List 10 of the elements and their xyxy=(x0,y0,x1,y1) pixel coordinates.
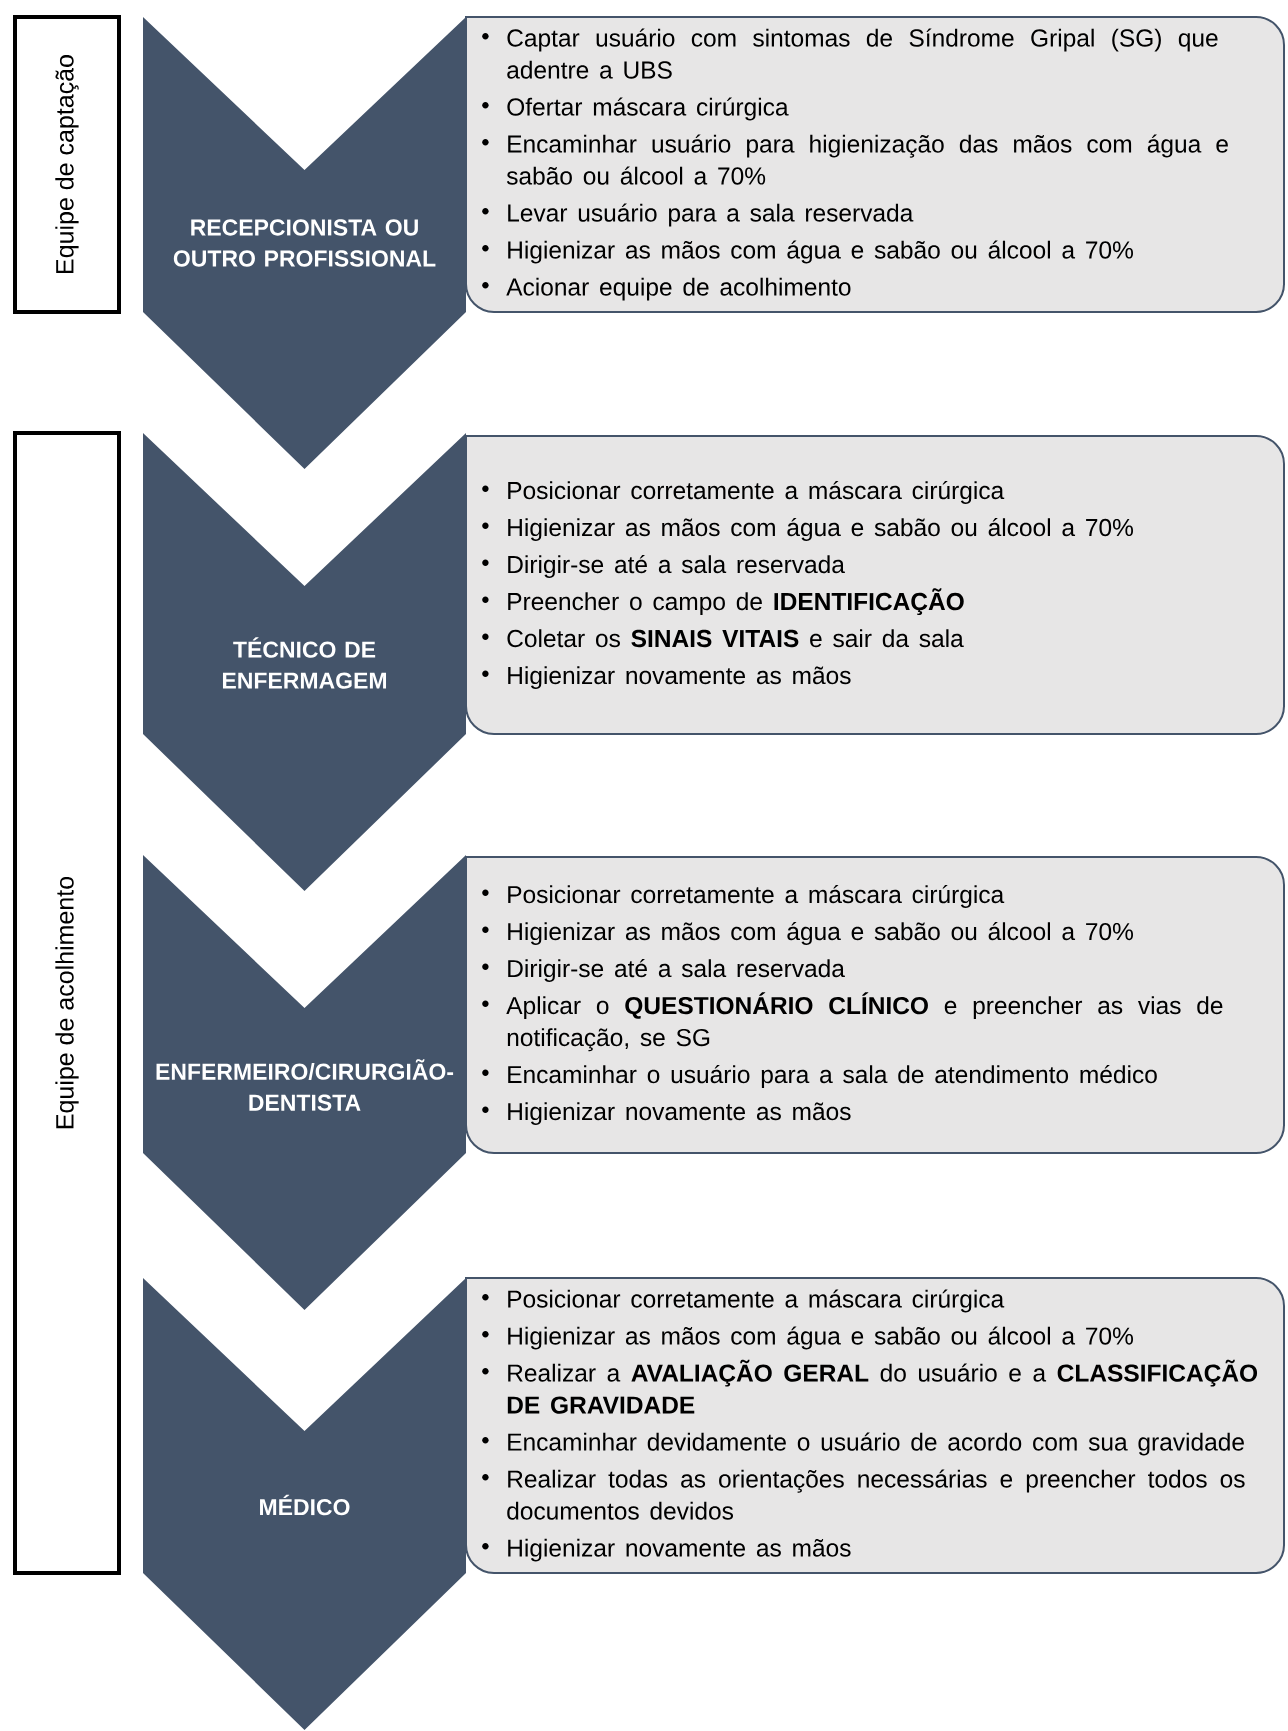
chevron-band: TÉCNICO DE ENFERMAGEM xyxy=(143,433,466,891)
step-box: Posicionar corretamente a máscara cirúrgica Higienizar as mãos com água e sabão ou álcool a 70% Realizar a AVALIAÇÃO GERAL do usuário e a CLASSIFICAÇÃO DE GRAVIDADE Encaminhar devidamente o usuário de acordo com sua gravidade Realizar todas as orientações necessárias e preencher todos os documentos devidos Higienizar novamente as mãos xyxy=(465,1277,1285,1574)
chevron-band: RECEPCIONISTA OU OUTRO PROFISSIONAL xyxy=(143,17,466,469)
team-box: Equipe de captação xyxy=(13,15,121,314)
chevron-band: ENFERMEIRO/CIRURGIÃO-DENTISTA xyxy=(143,855,466,1310)
team-box: Equipe de acolhimento xyxy=(13,431,121,1575)
chevron-band: MÉDICO xyxy=(143,1278,466,1730)
step-box: Posicionar corretamente a máscara cirúrgica Higienizar as mãos com água e sabão ou álcool a 70% Dirigir-se até a sala reservada Aplicar o QUESTIONÁRIO CLÍNICO e preencher as vias de notificação, se SG Encaminhar o usuário para a sala de atendimento médico Higienizar novamente as mãos xyxy=(465,856,1285,1154)
step-box: Posicionar corretamente a máscara cirúrgica Higienizar as mãos com água e sabão ou álcool a 70% Dirigir-se até a sala reservada Preencher o campo de IDENTIFICAÇÃO Coletar os SINAIS VITAIS e sair da sala Higienizar novamente as mãos xyxy=(465,435,1285,735)
step-box: Captar usuário com sintomas de Síndrome Gripal (SG) que adentre a UBS Ofertar máscara cirúrgica Encaminhar usuário para higienização das mãos com água e sabão ou álcool a 70% Levar usuário para a sala reservada Higienizar as mãos com água e sabão ou álcool a 70% Acionar equipe de acolhimento xyxy=(465,16,1285,313)
